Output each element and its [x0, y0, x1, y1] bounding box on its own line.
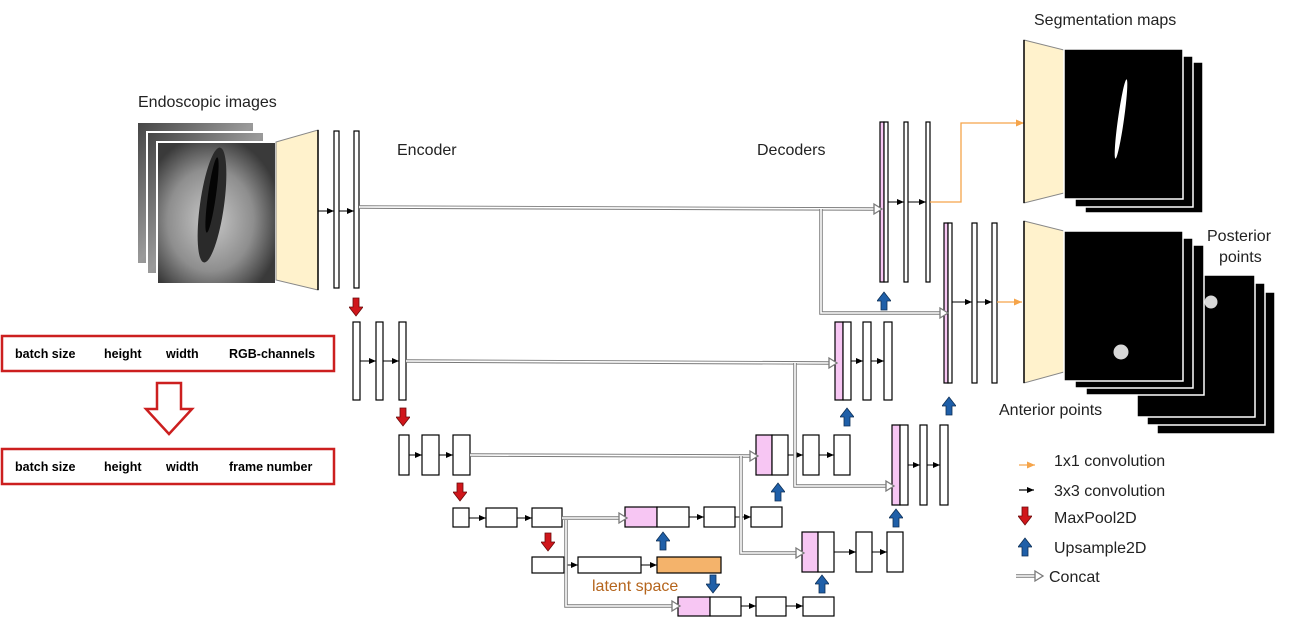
dec2-block-c — [883, 321, 893, 401]
dec-b3-block-b — [855, 531, 873, 573]
dec-b4-block-b — [755, 596, 787, 617]
dec4-block-a — [656, 506, 690, 528]
dec4-concat-block — [624, 506, 658, 528]
output-shape-batch: batch size — [15, 460, 75, 474]
segmentation-maps-label: Segmentation maps — [1034, 12, 1176, 29]
dec-b3-block-a — [817, 531, 835, 573]
dec2-block-a — [842, 321, 852, 401]
upsample-arrow-b1 — [815, 574, 829, 594]
legend-maxpool-arrow-icon — [1018, 506, 1032, 526]
reshape-arrow-icon — [143, 381, 195, 436]
enc2-block-b — [375, 321, 384, 401]
segmentation-output-layer — [1023, 39, 1065, 204]
legend-upsample-arrow-icon — [1018, 537, 1032, 557]
input-shape-batch: batch size — [15, 347, 75, 361]
dec2-block-b — [862, 321, 872, 401]
latent-space-block — [656, 556, 722, 574]
enc1-block-b — [353, 130, 360, 289]
legend: 1x1 convolution 3x3 convolution MaxPool2… — [1016, 453, 1165, 586]
enc1-block-a — [333, 130, 340, 289]
dec-b1-block-c — [991, 222, 998, 384]
endoscopic-images-label: Endoscopic images — [138, 94, 277, 111]
output-shape-height: height — [104, 460, 142, 474]
dec-b2-block-a — [899, 424, 909, 506]
encoder-label: Encoder — [397, 142, 457, 159]
latent-space-label: latent space — [592, 578, 678, 595]
upsample-arrow-a1 — [656, 531, 670, 551]
dec3-concat-block — [755, 434, 773, 476]
anterior-points-label: Anterior points — [999, 402, 1102, 419]
dec-b1-block-b — [971, 222, 978, 384]
dec4-block-c — [750, 506, 783, 528]
dec-b2-block-c — [939, 424, 949, 506]
legend-item-upsample: Upsample2D — [1054, 540, 1146, 557]
posterior-points-label-line1: Posterior — [1207, 228, 1272, 245]
upsample-arrow-a2 — [771, 482, 785, 502]
input-shape-width: width — [165, 347, 199, 361]
legend-item-1x1: 1x1 convolution — [1054, 453, 1165, 470]
upsample-arrow-a4 — [877, 291, 891, 311]
legend-concat-arrow-icon — [1034, 569, 1045, 583]
upsample-arrow-b3 — [942, 396, 956, 416]
concat-connections — [358, 202, 950, 613]
dec-b2-block-b — [919, 424, 928, 506]
bottleneck-block-b — [577, 556, 642, 574]
maxpool-arrow-2 — [396, 407, 410, 427]
enc3-block-b — [421, 434, 440, 476]
dec-b4-concat-block — [677, 596, 711, 617]
input-shape-height: height — [104, 347, 142, 361]
dec1-block-b — [903, 121, 909, 283]
upsample-arrow-b2 — [889, 508, 903, 528]
enc4-block-a — [452, 507, 470, 528]
anterior-points-stack — [1063, 230, 1205, 396]
dec3-block-c — [833, 434, 851, 476]
dec1-block-c — [925, 121, 931, 283]
dec1-block-a — [883, 121, 889, 283]
input-shape-channels: RGB-channels — [229, 347, 315, 361]
enc2-block-a — [352, 321, 361, 401]
legend-item-maxpool: MaxPool2D — [1054, 510, 1137, 527]
input-layer — [275, 129, 319, 291]
enc3-block-a — [398, 434, 410, 476]
output-shape-box — [0, 447, 336, 486]
segmentation-maps-stack — [1063, 48, 1204, 214]
input-images-stack — [136, 121, 277, 285]
output-shape-frames: frame number — [229, 460, 312, 474]
dec-b3-concat-block — [801, 531, 819, 573]
latent-upsample-arrow — [706, 574, 720, 594]
bottleneck-block-a — [531, 556, 565, 574]
dec-b4-block-a — [709, 596, 742, 617]
dec2-concat-block — [834, 321, 844, 401]
decoders-label: Decoders — [757, 142, 825, 159]
legend-item-concat: Concat — [1049, 569, 1100, 586]
enc4-block-c — [531, 507, 563, 528]
input-shape-box — [0, 334, 336, 373]
legend-item-3x3: 3x3 convolution — [1054, 483, 1165, 500]
dec3-block-a — [771, 434, 789, 476]
maxpool-arrow-3 — [453, 482, 467, 502]
output-shape-width: width — [165, 460, 199, 474]
points-output-layer — [1023, 220, 1065, 384]
posterior-points-label-line2: points — [1219, 249, 1262, 266]
enc4-block-b — [485, 507, 518, 528]
dec-b4-block-c — [802, 596, 835, 617]
enc2-block-c — [398, 321, 407, 401]
maxpool-arrow-1 — [349, 297, 363, 317]
dec3-block-b — [802, 434, 820, 476]
dec-b2-concat-block — [891, 424, 901, 506]
upsample-arrow-a3 — [840, 407, 854, 427]
dec-b1-block-a — [947, 222, 953, 384]
enc3-block-c — [452, 434, 471, 476]
dec-b3-block-c — [886, 531, 904, 573]
dec4-block-b — [703, 506, 736, 528]
maxpool-arrow-4 — [541, 532, 555, 552]
